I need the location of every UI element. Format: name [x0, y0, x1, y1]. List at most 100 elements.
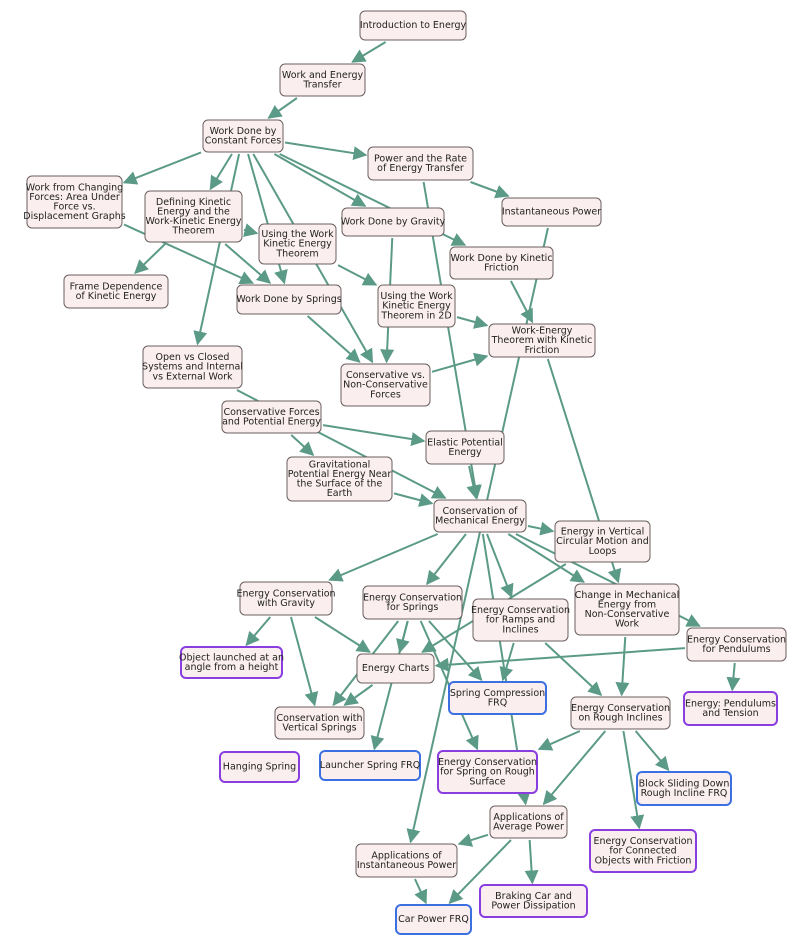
node-box: [433, 499, 527, 533]
node-label-line: Change in Mechanical: [575, 590, 680, 601]
node-car-power-frq[interactable]: Car Power FRQ: [395, 904, 472, 935]
node-box: [570, 696, 671, 730]
node-label-line: Introduction to Energy: [360, 20, 467, 31]
node-label-line: Circular Motion and: [556, 536, 649, 547]
node-intro[interactable]: Introduction to Energy: [359, 10, 467, 41]
node-box: [355, 843, 458, 878]
node-box: [554, 520, 651, 563]
node-box: [489, 805, 568, 839]
node-box: [479, 884, 588, 918]
edge-work_constant-to-power_rate: [284, 141, 368, 161]
node-label-line: Work Done by Kinetic: [450, 253, 552, 264]
edge-cons_mech-to-ec_ramps: [486, 533, 514, 599]
node-label-line: and Potential Energy: [222, 416, 321, 427]
edge-ec_pendulums-to-pendulums_tension: [726, 662, 741, 692]
node-label-line: Constant Forces: [205, 135, 281, 146]
edge-ec_rough-to-app_avg_power: [542, 730, 607, 806]
edge-app_avg_power-to-app_inst_power: [457, 833, 489, 847]
node-box: [589, 829, 697, 873]
node-label-line: for Ramps and: [486, 615, 555, 626]
node-hanging-spring[interactable]: Hanging Spring: [219, 751, 300, 783]
node-box: [319, 750, 421, 781]
node-label-line: Energy and the: [157, 206, 230, 217]
edge-energy_charts-to-cons_vert_springs: [343, 684, 374, 706]
edge-app_avg_power-to-braking_car: [524, 839, 539, 885]
node-label-line: Conservation of: [443, 506, 519, 517]
node-label-line: Non-Conservative: [585, 609, 670, 620]
node-label-line: Energy Conservation: [593, 836, 692, 847]
edge-cons_mech-to-ec_springs: [426, 533, 467, 586]
node-box: [367, 146, 474, 181]
node-label-line: Theorem: [275, 248, 318, 259]
node-label-line: Work-Energy: [512, 326, 573, 337]
edge-ec_rough-to-block_sliding_frq: [634, 730, 670, 772]
node-box: [340, 363, 431, 407]
edge-app_inst_power-to-car_power_frq: [414, 878, 428, 905]
node-box: [377, 284, 456, 328]
edge-ec_rough-to-ec_connected: [622, 730, 645, 830]
node-label-line: of Kinetic Energy: [76, 291, 157, 302]
node-label-line: Hanging Spring: [223, 762, 296, 773]
node-box: [63, 274, 169, 309]
edge-change_mech-to-ec_rough: [615, 636, 630, 697]
edge-ec_ramps-to-ec_rough: [544, 642, 603, 696]
edge-using_wke-to-using_wke_2d: [337, 264, 378, 286]
node-label-line: Transfer: [302, 79, 341, 90]
node-label-line: Energy Conservation: [236, 588, 335, 599]
node-launcher-frq[interactable]: Launcher Spring FRQ: [319, 750, 421, 781]
node-work-springs[interactable]: Work Done by Springs: [236, 284, 342, 315]
node-energy-charts[interactable]: Energy Charts: [356, 653, 435, 684]
node-inst-power[interactable]: Instantaneous Power: [501, 197, 602, 227]
node-label-line: Work: [615, 619, 640, 630]
node-label-line: Gravitational: [309, 459, 371, 470]
node-label-line: Energy Conservation: [571, 703, 670, 714]
node-box: [221, 400, 322, 434]
node-work-gravity[interactable]: Work Done by Gravity: [341, 207, 446, 237]
edge-using_wke_2d-to-wet_kinetic_friction: [456, 315, 489, 329]
node-label-line: Potential Energy Near: [288, 469, 392, 480]
node-label-line: for Spring on Rough: [440, 767, 535, 778]
node-box: [219, 751, 300, 783]
node-label-line: Work and Energy: [282, 70, 364, 81]
node-label-line: Forces: Area Under: [29, 192, 120, 203]
node-label-line: Work Done by Springs: [236, 294, 341, 305]
node-label-line: Systems and Internal: [142, 362, 243, 373]
node-label-line: Applications of: [493, 812, 564, 823]
edge-defining_ke-to-using_wke: [243, 223, 259, 237]
edge-work_constant-to-open_closed: [193, 153, 241, 346]
